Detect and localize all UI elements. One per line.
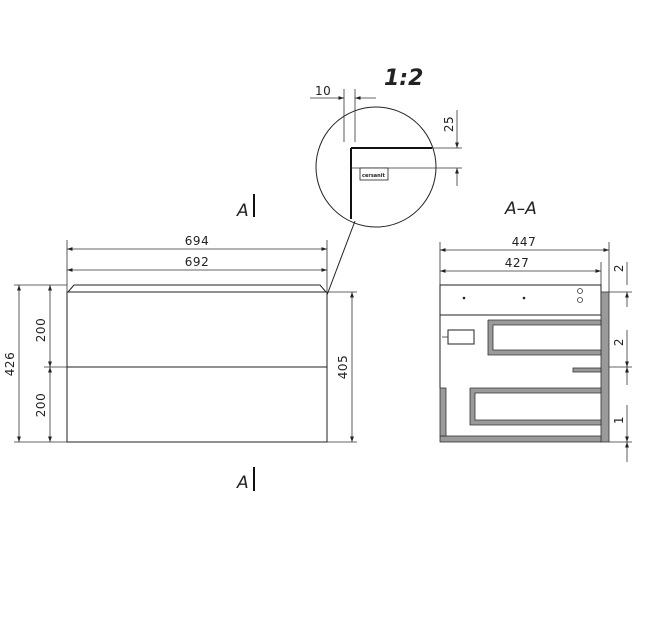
fixing-dot-2 [522,296,526,300]
logo-plate [359,167,389,181]
logo-text: cersanit [362,173,385,179]
dim-side-1-label: 2 [612,264,626,272]
dim-side-3-label: 1 [612,416,626,424]
dim-10-label: 10 [315,84,331,98]
section-countertop [439,284,602,316]
detail-view: 1:2 cersanit 10 25 [310,66,462,296]
countertop-profile [67,284,327,293]
dim-25-label: 25 [442,116,456,132]
section-mark-top: A [236,201,249,221]
dim-426-label: 426 [3,352,17,376]
section-view: A–A 447 427 [439,199,632,462]
section-title: A–A [504,199,537,219]
section-drawer-upper [487,319,602,356]
detail-leader [326,220,356,296]
scale-label: 1:2 [384,66,423,91]
dim-405-label: 405 [336,355,350,379]
front-view: A A 694 692 426 200 200 405 [3,194,357,493]
section-front-panel [439,387,447,437]
dim-447-label: 447 [512,235,536,249]
fixing-dot-1 [462,296,466,300]
section-mark-bottom: A [236,473,249,493]
dim-427-label: 427 [505,256,529,270]
dim-200-upper-label: 200 [34,318,48,342]
section-handle [447,329,475,345]
section-rail [572,367,602,373]
dim-692-label: 692 [185,255,209,269]
dim-694-label: 694 [185,234,209,248]
dim-200-lower-label: 200 [34,393,48,417]
section-drawer-lower [469,387,602,426]
section-bottom-panel [439,435,602,443]
detail-circle [315,106,437,228]
fixing-hole-2 [577,297,583,303]
fixing-hole-1 [577,288,583,294]
dim-side-2-label: 2 [612,338,626,346]
section-back-panel [600,291,610,443]
